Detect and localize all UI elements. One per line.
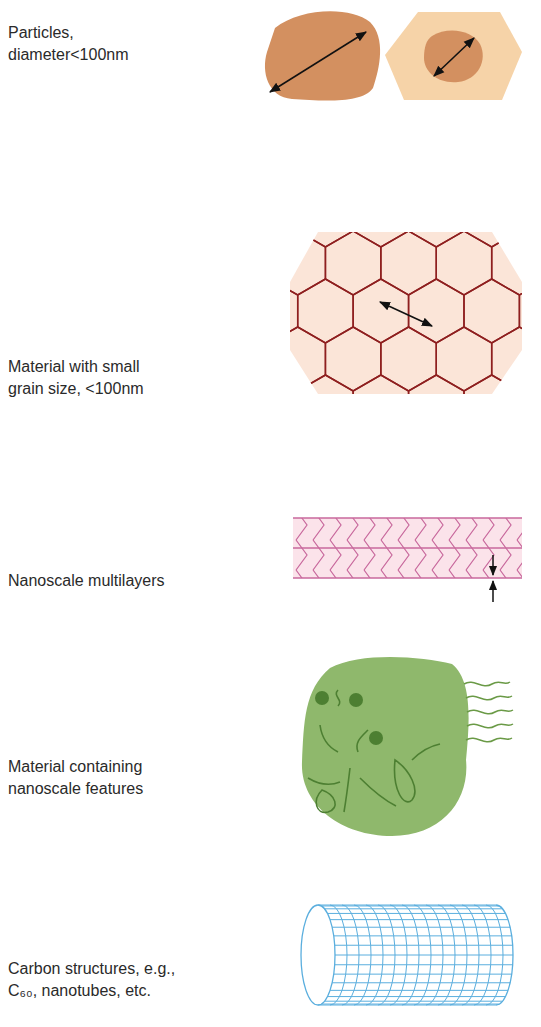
tube-lattice-ring <box>402 905 419 1005</box>
tube-lattice-ring <box>474 905 491 1005</box>
tube-lattice-ring <box>366 905 383 1005</box>
tube-lattice-line <box>325 1001 503 1002</box>
tube-lattice-line <box>334 974 512 975</box>
grain-boundary <box>492 423 541 487</box>
row-label: Material with small grain size, <100nm <box>8 356 173 401</box>
grain-boundary <box>325 327 380 391</box>
grain-boundary <box>270 327 325 391</box>
grain-boundary <box>492 231 541 295</box>
tube-lattice-line <box>327 913 505 914</box>
grain-boundary <box>436 231 491 295</box>
nanoscale-fibres <box>308 690 440 812</box>
tube-lattice-line <box>335 955 513 956</box>
grain-boundary <box>381 231 436 295</box>
grain-boundary <box>492 327 541 391</box>
grain-boundary <box>242 375 297 439</box>
tube-lattice-line <box>325 908 503 909</box>
diameter-arrow <box>270 32 366 92</box>
tube-lattice-ring <box>414 905 431 1005</box>
multilayer-figure <box>293 518 522 602</box>
tube-opening <box>301 905 335 1005</box>
feature-figure <box>302 657 513 836</box>
grain-material <box>290 232 522 394</box>
grain-boundary <box>325 231 380 295</box>
layer-interface <box>293 577 522 579</box>
row-label: Carbon structures, e.g., C₆₀, nanotubes,… <box>8 958 188 1003</box>
grain-boundary <box>381 423 436 487</box>
thickness-arrow <box>492 581 494 602</box>
tube-lattice-line <box>332 927 510 928</box>
grain-boundary <box>436 423 491 487</box>
grain-boundary <box>464 183 519 247</box>
tube-lattice-line <box>321 1004 499 1005</box>
grain-boundary <box>409 279 464 343</box>
tube-end <box>496 905 513 1005</box>
grain-size-arrow <box>380 302 432 326</box>
grain-boundary <box>409 375 464 439</box>
multilayer-stack <box>293 518 522 578</box>
grain-boundary <box>464 375 519 439</box>
tube-lattice-ring <box>342 905 359 1005</box>
grain-figure <box>242 183 541 487</box>
row-label: Nanoscale multilayers <box>8 570 238 592</box>
grain-boundary <box>353 375 408 439</box>
grain-boundaries <box>242 183 541 487</box>
grain-boundary <box>298 183 353 247</box>
grain-boundary <box>519 183 541 247</box>
grain-boundary <box>298 375 353 439</box>
grain-boundary <box>270 423 325 487</box>
thickness-arrow <box>492 555 494 575</box>
grain-boundary <box>298 279 353 343</box>
nanoscale-inclusions <box>315 691 383 745</box>
grain-boundary <box>381 327 436 391</box>
tube-lattice-ring <box>450 905 467 1005</box>
coated-particle <box>385 12 522 100</box>
grain-boundary <box>464 279 519 343</box>
layer-texture <box>293 518 522 578</box>
tube-lattice-ring <box>426 905 443 1005</box>
tube-lattice-ring <box>438 905 455 1005</box>
tube-lattice-line <box>330 990 508 991</box>
tube-lattice-line <box>335 964 513 965</box>
particle-figure <box>265 11 522 100</box>
row-label: Material containing nanoscale features <box>8 756 173 801</box>
tube-lattice-ring <box>354 905 371 1005</box>
grain-boundary <box>519 279 541 343</box>
host-material <box>302 657 469 836</box>
grain-boundary <box>325 423 380 487</box>
diameter-arrow <box>434 38 474 76</box>
tube-lattice-line <box>321 905 499 906</box>
tube-lattice-line <box>335 945 513 946</box>
layer-interface <box>293 517 522 519</box>
tube-lattice-ring <box>390 905 407 1005</box>
tube-lattice-ring <box>462 905 479 1005</box>
grain-boundary <box>353 183 408 247</box>
tube-lattice-ring <box>330 905 347 1005</box>
tube-lattice-line <box>330 919 508 920</box>
tube-lattice-ring <box>378 905 395 1005</box>
nanotube <box>301 905 513 1005</box>
tube-lattice-ring <box>486 905 503 1005</box>
grain-boundary <box>242 183 297 247</box>
nanoparticle <box>265 11 380 100</box>
grain-boundary <box>409 183 464 247</box>
grain-boundary <box>270 231 325 295</box>
surface-fibres <box>464 682 513 742</box>
tube-lattice-line <box>332 982 510 983</box>
tube-lattice-line <box>334 935 512 936</box>
particle-core <box>424 30 483 82</box>
grain-boundary <box>436 327 491 391</box>
layer-interface <box>293 547 522 549</box>
tube-lattice-line <box>327 996 505 997</box>
row-label: Particles, diameter<100nm <box>8 22 138 67</box>
grain-boundary <box>242 279 297 343</box>
grain-boundary <box>519 375 541 439</box>
